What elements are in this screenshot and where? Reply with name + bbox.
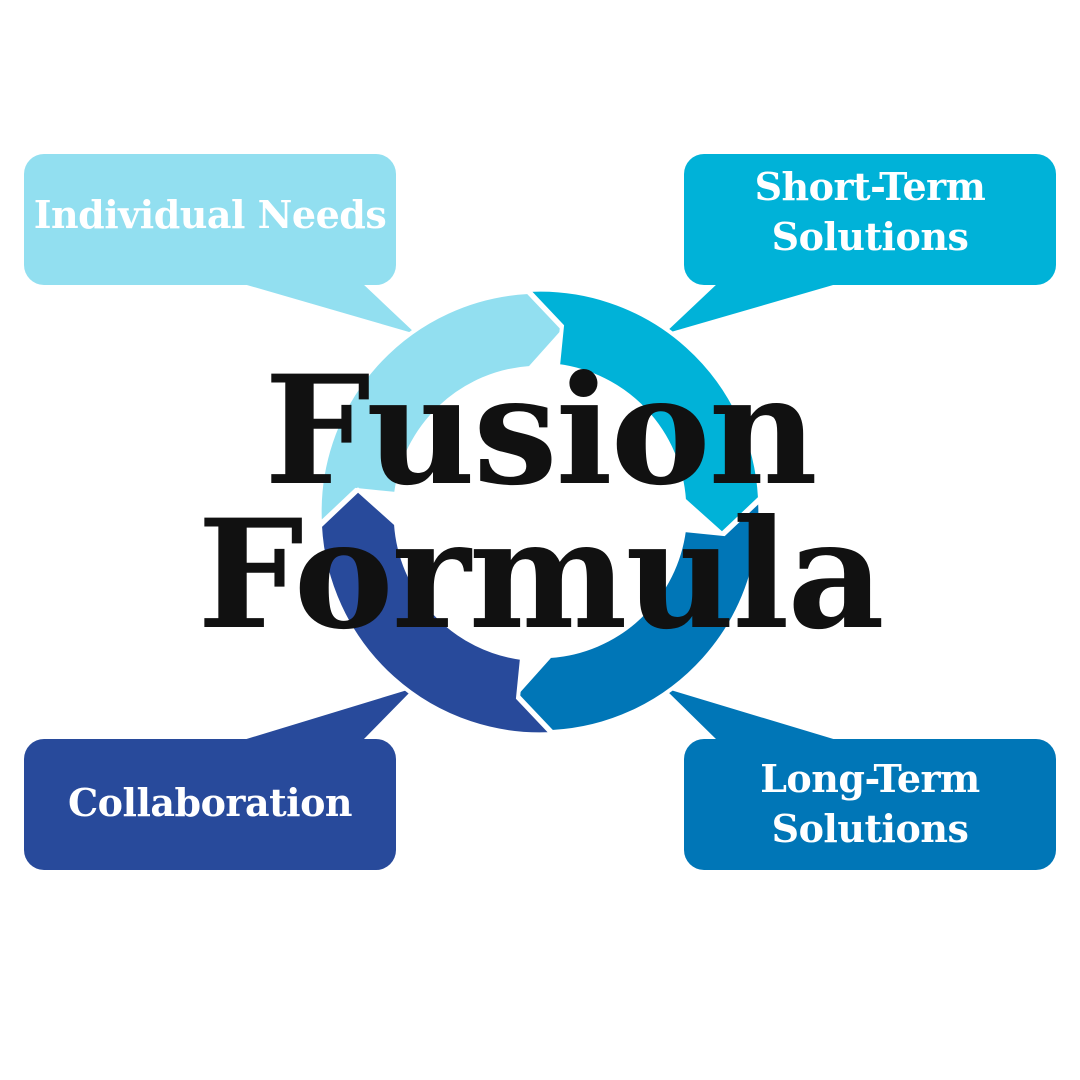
callout-individual-needs xyxy=(24,154,416,334)
callout-long-term-box xyxy=(684,739,1056,870)
title-line-1: Fusion xyxy=(264,343,817,519)
callout-long-term-label-line1: Long-Term xyxy=(760,756,980,801)
callout-individual-needs-pointer xyxy=(240,283,416,334)
cycle-segment-long-term xyxy=(513,495,763,735)
cycle-segment-collaboration xyxy=(317,487,557,737)
callout-collaboration-label: Collaboration xyxy=(67,780,353,825)
callout-collaboration-pointer xyxy=(240,688,414,741)
callout-individual-needs-label: Individual Needs xyxy=(33,192,387,237)
callout-long-term-label: Long-Term Solutions xyxy=(684,754,1056,854)
cycle-segment-individual-needs xyxy=(317,289,567,529)
callout-short-term-box xyxy=(684,154,1056,285)
callout-collaboration-box xyxy=(24,739,396,870)
callout-long-term xyxy=(664,688,1056,870)
callout-individual-needs-box xyxy=(24,154,396,285)
callout-short-term xyxy=(664,154,1056,334)
callout-collaboration xyxy=(24,688,414,870)
callout-short-term-label-line1: Short-Term xyxy=(754,164,986,209)
callout-short-term-pointer xyxy=(664,283,840,334)
cycle-ring xyxy=(317,287,763,737)
callout-long-term-label-line2: Solutions xyxy=(771,806,969,851)
callout-short-term-label-line2: Solutions xyxy=(771,214,969,259)
title-line-2: Formula xyxy=(197,487,884,663)
cycle-segment-short-term xyxy=(523,287,763,537)
callout-short-term-label: Short-Term Solutions xyxy=(684,162,1056,262)
callout-long-term-pointer xyxy=(664,688,840,741)
